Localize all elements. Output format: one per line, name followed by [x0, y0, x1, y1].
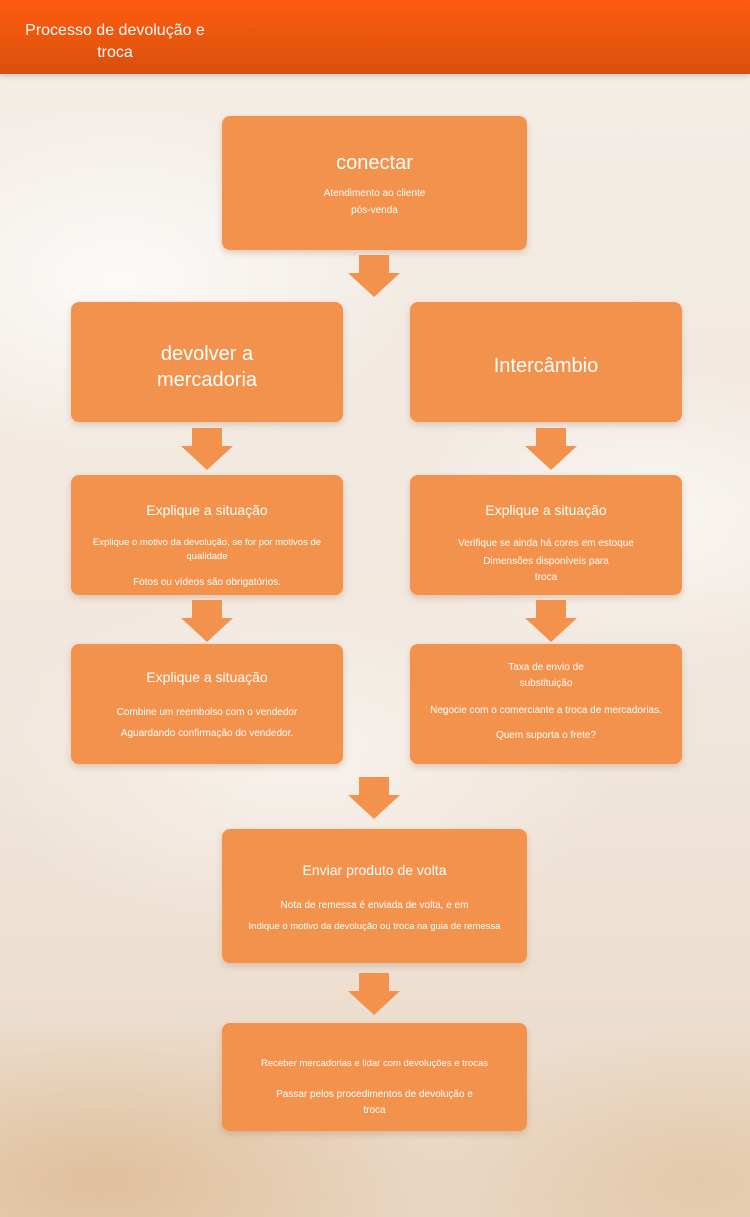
exchange-shipping-title-line1: Taxa de envio de: [508, 662, 584, 673]
exchange-explain-desc-line3: troca: [534, 572, 558, 583]
receive-desc-line1: Passar pelos procedimentos de devolução …: [276, 1089, 473, 1100]
arrow-down-icon: [348, 255, 400, 297]
receive-desc-line2: troca: [363, 1105, 386, 1116]
return-refund-box: Explique a situação Combine um reembolso…: [71, 644, 343, 764]
return-explain-title: Explique a situação: [146, 502, 268, 518]
return-goods-title-line1: devolver a: [160, 343, 254, 365]
receive-box: Receber mercadorias e lidar com devoluçõ…: [222, 1023, 527, 1131]
return-explain-desc-line1: Explique o motivo da devolução, se for p…: [92, 537, 322, 562]
exchange-box: Intercâmbio: [410, 302, 682, 422]
header-bar: Processo de devolução e troca: [0, 0, 750, 74]
arrow-down-icon: [181, 428, 233, 470]
send-back-desc-line1: Nota de remessa é enviada de volta, e em: [280, 900, 469, 911]
connect-box: conectar Atendimento ao cliente pós-vend…: [222, 116, 527, 250]
connect-title: conectar: [336, 152, 413, 174]
arrow-down-icon: [348, 973, 400, 1015]
exchange-explain-title: Explique a situação: [485, 502, 607, 518]
exchange-shipping-title-line2: substituição: [519, 678, 573, 689]
exchange-title: Intercâmbio: [493, 355, 599, 377]
return-refund-desc-line2: Aguardando confirmação do vendedor.: [120, 728, 294, 739]
return-refund-desc-line1: Combine um reembolso com o vendedor: [116, 707, 298, 718]
exchange-explain-desc-line1: Verifique se ainda há cores em estoque: [458, 538, 634, 549]
exchange-shipping-box: Taxa de envio de substituição Negocie co…: [410, 644, 682, 764]
return-explain-desc-line2: Fotos ou vídeos são obrigatórios.: [133, 577, 281, 588]
return-goods-box: devolver a mercadoria: [71, 302, 343, 422]
arrow-down-icon: [348, 777, 400, 819]
arrow-down-icon: [181, 600, 233, 642]
return-explain-box: Explique a situação Explique o motivo da…: [71, 475, 343, 595]
return-refund-title: Explique a situação: [146, 669, 268, 685]
exchange-explain-desc-line2: Dimensões disponíveis para: [483, 556, 609, 567]
arrow-down-icon: [525, 428, 577, 470]
arrow-down-icon: [525, 600, 577, 642]
exchange-explain-box: Explique a situação Verifique se ainda h…: [410, 475, 682, 595]
receive-title: Receber mercadorias e lidar com devoluçõ…: [260, 1058, 489, 1069]
send-back-desc-line2: Indique o motivo da devolução ou troca n…: [248, 921, 501, 932]
connect-desc-line2: pós-venda: [351, 205, 398, 216]
page-title: Processo de devolução e troca: [25, 22, 205, 61]
connect-desc-line1: Atendimento ao cliente: [323, 188, 426, 199]
exchange-shipping-desc-line2: Quem suporta o frete?: [495, 730, 597, 741]
return-goods-title-line2: mercadoria: [156, 369, 258, 391]
exchange-shipping-desc-line1: Negocie com o comerciante a troca de mer…: [430, 705, 662, 716]
send-back-title: Enviar produto de volta: [302, 862, 447, 878]
send-back-box: Enviar produto de volta Nota de remessa …: [222, 829, 527, 963]
